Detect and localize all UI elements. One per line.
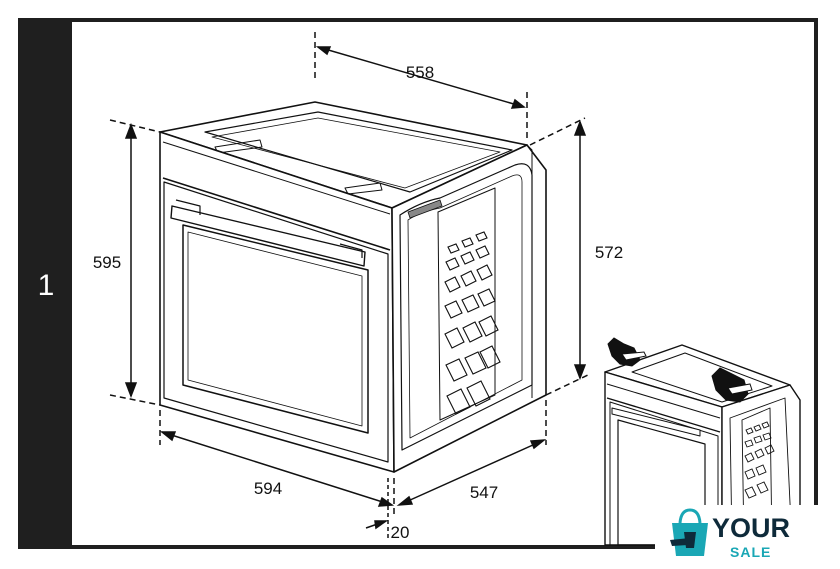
dim-height-side: 572 xyxy=(595,243,623,262)
logo-line2: SALE xyxy=(730,544,771,560)
oven-lift-vents xyxy=(744,421,775,499)
step-band xyxy=(20,20,72,547)
your-sale-logo: YOUR SALE xyxy=(655,505,830,567)
dim-top-depth: 558 xyxy=(406,63,434,82)
logo-line1: YOUR xyxy=(712,513,790,543)
dimension-lines xyxy=(109,32,591,540)
dim-depth: 547 xyxy=(470,483,498,502)
lifting-hand-left-icon xyxy=(607,337,647,367)
dimension-labels: 558 595 572 594 547 20 xyxy=(93,63,623,542)
dim-height-front: 595 xyxy=(93,253,121,272)
dim-offset: 20 xyxy=(391,523,410,542)
dim-width: 594 xyxy=(254,479,282,498)
shopping-bag-icon xyxy=(670,508,708,556)
step-number: 1 xyxy=(38,269,55,302)
oven-vents xyxy=(444,231,501,415)
lifting-hand-right-icon xyxy=(711,367,753,403)
oven-main xyxy=(159,101,547,473)
